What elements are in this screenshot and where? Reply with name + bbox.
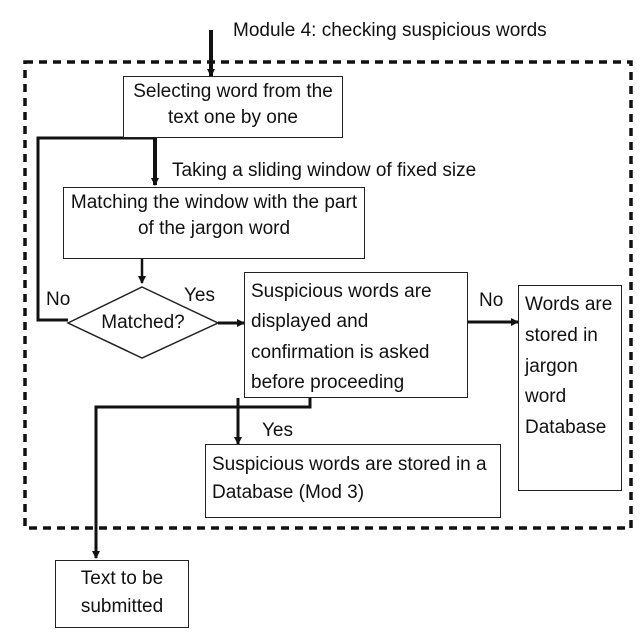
no-left-label: No xyxy=(46,289,71,310)
submit-line xyxy=(92,398,312,559)
yes-decision-label: Yes xyxy=(184,285,215,306)
module-title: Module 4: checking suspicious words xyxy=(233,20,547,41)
matched-label: Matched? xyxy=(101,312,185,333)
match-window-box: Matching the window with the part of the… xyxy=(63,187,365,259)
stored-db-box: Suspicious words are stored in a Databas… xyxy=(205,444,501,518)
select-word-box: Selecting word from the text one by one xyxy=(123,76,343,138)
matched-decision-diamond xyxy=(66,286,220,359)
no-loop-line xyxy=(36,136,155,322)
jargon-db-box: Words are stored in jargon word Database xyxy=(518,285,622,491)
module-boundary xyxy=(23,60,633,530)
submit-box: Text to be submitted xyxy=(55,560,189,628)
sliding-window-label: Taking a sliding window of fixed size xyxy=(172,160,477,181)
suspicious-displayed-box: Suspicious words are displayed and confi… xyxy=(244,272,468,398)
no-right-label: No xyxy=(479,290,504,311)
yes-down-label: Yes xyxy=(262,420,293,441)
